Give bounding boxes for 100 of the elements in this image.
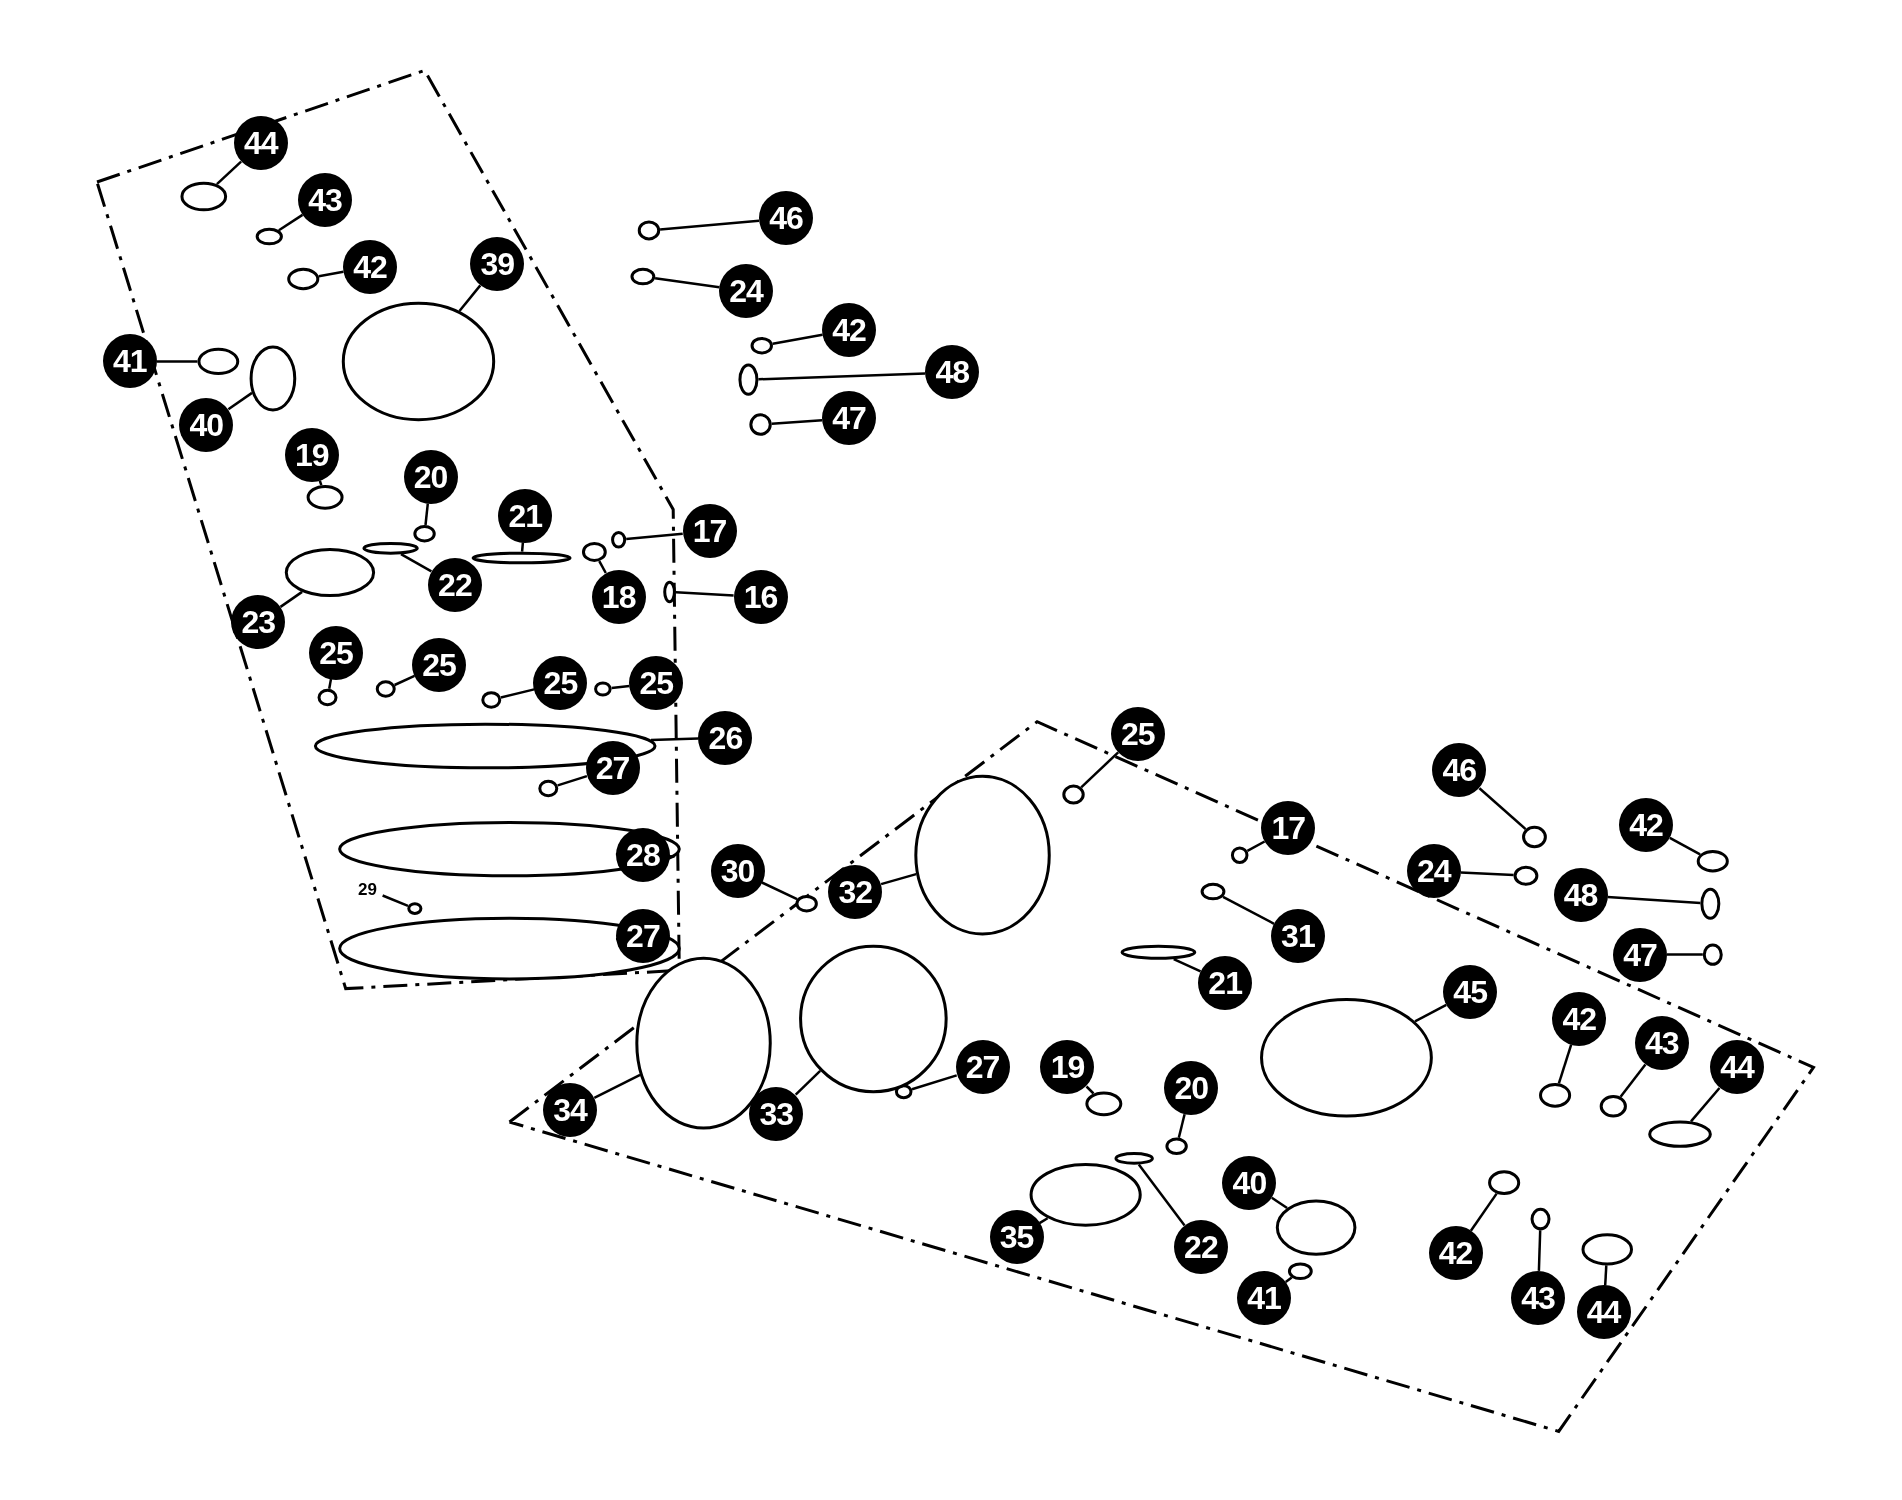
part-drawing [795,894,818,913]
part-drawing [471,551,572,565]
leader-line [216,160,242,186]
part-drawing [594,681,612,697]
leader-line [1038,1217,1049,1225]
leader-line [1603,1265,1608,1286]
callout-badge: 43 [298,173,353,228]
leader-line [1607,895,1701,905]
leader-line [1619,1063,1647,1098]
part-drawing [1230,846,1249,864]
part-drawing [338,916,681,981]
part-drawing [407,902,423,915]
part-drawing [611,531,627,549]
part-drawing [538,779,559,798]
leader-line [327,678,333,690]
leader-line [278,213,304,232]
leader-line [1246,840,1266,852]
leader-line [1537,1230,1542,1271]
part-drawing [317,688,338,707]
callout-badge: 40 [1222,1155,1277,1210]
callout-badge: 18 [591,569,646,624]
part-drawing [413,524,436,543]
part-drawing [197,347,240,376]
leader-line [1137,1163,1186,1227]
leader-line [880,872,917,886]
leader-line [772,333,823,345]
leader-line [424,503,430,526]
part-drawing [1085,1091,1123,1117]
callout-badge: 42 [342,239,397,294]
leader-line [394,674,416,687]
part-drawing [637,220,661,241]
callout-badge: 43 [1511,1270,1566,1325]
leader-line [675,591,734,597]
callout-badge: 40 [179,397,234,452]
callout-badge: 25 [412,637,467,692]
part-drawing [1260,998,1433,1118]
part-drawing [1062,784,1085,805]
callout-badge: 28 [615,828,670,883]
leader-line [1669,836,1701,856]
callout-badge: 43 [1634,1016,1689,1071]
part-drawing [1120,944,1197,960]
callout-badge: 42 [822,302,877,357]
callout-badge: 44 [1576,1285,1631,1340]
leader-line [611,684,630,690]
part-drawing [1599,1095,1627,1118]
part-drawing [287,267,320,291]
callout-badge: 46 [1432,743,1487,798]
callout-badge: 31 [1270,909,1325,964]
part-drawing [749,413,772,436]
callout-badge: 41 [102,334,157,389]
part-drawing [630,267,656,286]
part-drawing [581,541,607,562]
leader-line [593,1073,641,1099]
leader-line [1667,953,1703,956]
part-drawing [1696,850,1729,873]
callout-badge: 25 [533,655,588,710]
callout-number: 29 [357,880,377,901]
leader-line [1080,751,1120,789]
callout-badge: 39 [470,237,525,292]
callout-badge: 44 [1710,1040,1764,1095]
callout-badge: 20 [403,449,458,504]
callout-badge: 24 [1406,843,1461,898]
callout-badge: 33 [749,1086,804,1141]
callout-badge: 48 [1553,868,1608,923]
callout-badge: 32 [828,864,883,919]
leader-line [794,1069,822,1096]
part-drawing [1648,1120,1712,1148]
leader-line [758,372,926,381]
part-drawing [1539,1082,1572,1108]
leader-line [1177,1114,1186,1138]
part-drawing [1200,882,1226,901]
callout-badge: 22 [1173,1219,1228,1274]
callout-badge: 25 [629,655,684,710]
callout-badge: 42 [1552,991,1607,1046]
leader-line [660,219,760,231]
part-drawing [663,580,676,604]
leader-line [1222,895,1275,925]
callout-badge: 44 [233,116,288,171]
callout-badge: 48 [925,345,980,400]
callout-badge: 22 [427,557,482,612]
leader-line [1557,1044,1573,1084]
callout-badge: 34 [543,1082,598,1137]
callout-badge: 16 [733,569,788,624]
part-drawing [1700,887,1721,920]
callout-badge: 30 [710,843,765,898]
callout-badge: 23 [231,595,286,650]
part-drawing [1488,1170,1521,1196]
part-drawing [1275,1199,1357,1256]
callout-badge: 24 [719,264,773,319]
leader-line [1469,1192,1498,1232]
leader-line [279,590,303,608]
part-drawing [738,363,759,396]
leader-line [1173,957,1202,973]
part-drawing [1581,1233,1633,1266]
leader-line [156,360,198,363]
callout-badge: 17 [1261,801,1316,856]
callout-badge: 21 [1198,955,1253,1010]
callout-badge: 42 [1428,1226,1483,1281]
callout-badge: 25 [309,625,363,680]
leader-line [650,737,699,742]
